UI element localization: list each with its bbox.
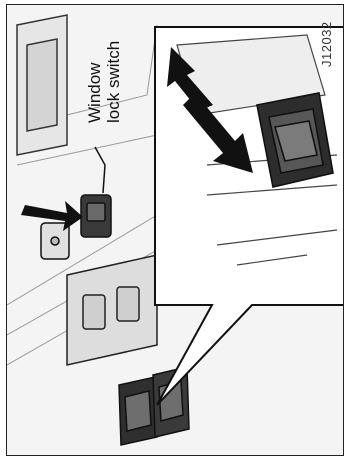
- window-lock-switch-label: Window lock switch: [85, 41, 123, 123]
- upper-panel: [17, 15, 67, 155]
- door-panel-illustration: [7, 5, 344, 456]
- window-switch-cluster: [67, 255, 157, 365]
- callout-leader-line: [95, 147, 105, 193]
- diagram-frame: Window lock switch J12032: [6, 4, 344, 456]
- label-line-1: Window: [85, 41, 104, 123]
- label-line-2: lock switch: [104, 41, 123, 123]
- figure-code: J12032: [319, 21, 334, 67]
